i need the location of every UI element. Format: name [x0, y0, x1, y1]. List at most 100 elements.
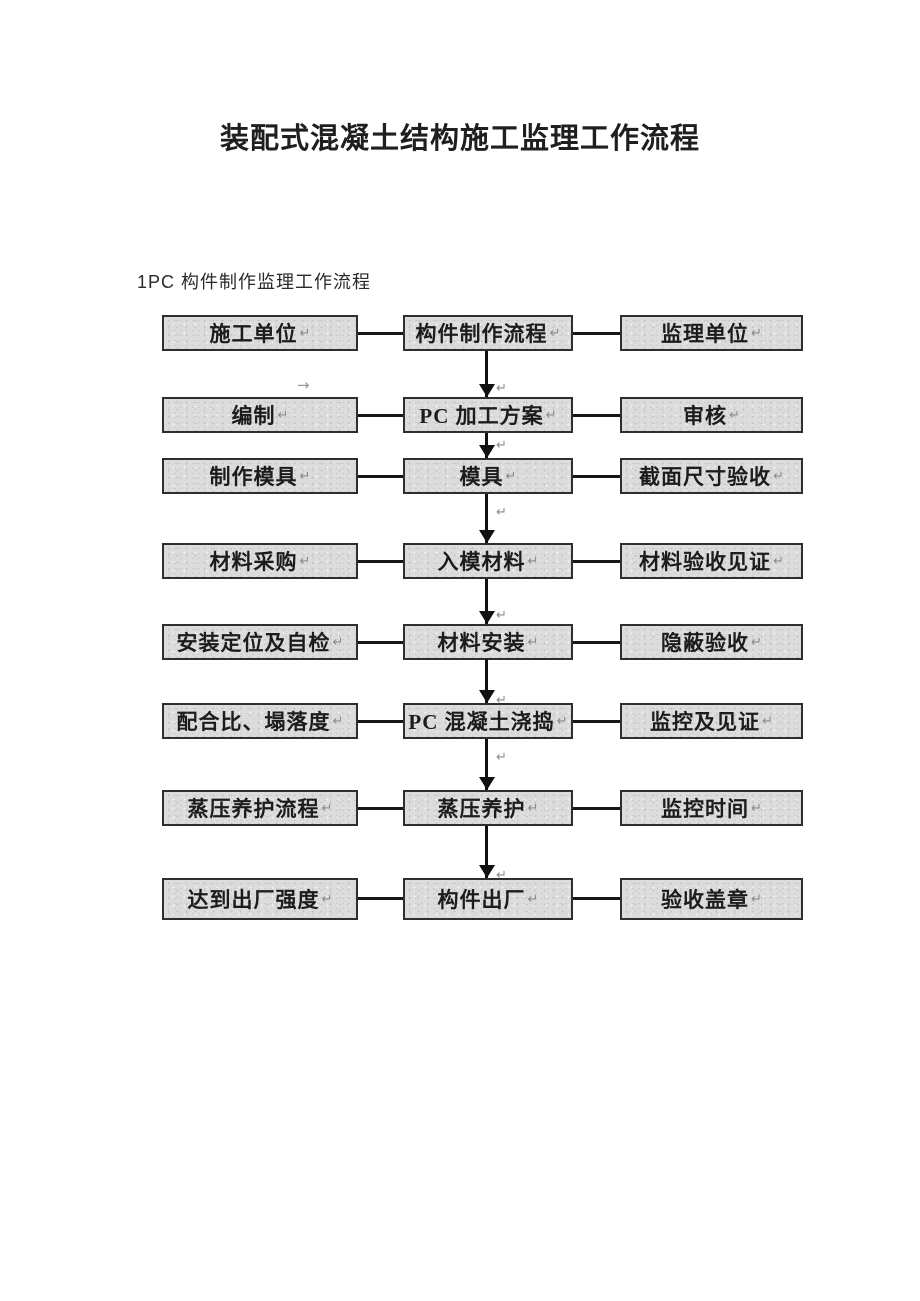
flow-box-label: 监理单位 [661, 322, 750, 346]
flow-box-left-5: 安装定位及自检↵ [162, 624, 358, 660]
flow-box-right-5: 隐蔽验收↵ [620, 624, 803, 660]
arrow-line-5-6 [485, 659, 488, 703]
flow-box-label: 配合比、塌落度 [176, 710, 331, 734]
artifact-arrow-icon: → [297, 376, 310, 394]
flow-box-label: 材料验收见证 [639, 550, 772, 574]
return-mark-icon: ↵ [332, 634, 344, 650]
flow-box-right-8: 验收盖章↵ [620, 878, 803, 920]
return-mark-icon: ↵ [527, 634, 539, 650]
flow-box-label: 构件制作流程 [415, 322, 548, 346]
return-mark-icon: ↵ [277, 407, 289, 423]
flow-box-left-6: 配合比、塌落度↵ [162, 703, 358, 739]
flow-box-middle-4: 入模材料↵ [403, 543, 573, 579]
return-mark-icon: ↵ [299, 325, 311, 341]
arrow-line-4-5 [485, 579, 488, 624]
connector-left-4 [358, 560, 403, 563]
connector-right-3 [573, 475, 620, 478]
connector-right-1 [573, 332, 620, 335]
flow-box-label: 模具 [459, 465, 504, 489]
connector-right-7 [573, 807, 620, 810]
return-mark-icon: ↵ [527, 553, 539, 569]
return-mark-icon: ↵ [496, 438, 507, 453]
flow-box-middle-7: 蒸压养护↵ [403, 790, 573, 826]
flow-box-label: 达到出厂强度 [187, 888, 320, 912]
connector-left-5 [358, 641, 403, 644]
return-mark-icon: ↵ [527, 891, 539, 907]
flow-box-label: 蒸压养护流程 [187, 797, 320, 821]
return-mark-icon: ↵ [299, 553, 311, 569]
arrow-line-3-4 [485, 494, 488, 543]
return-mark-icon: ↵ [751, 634, 762, 650]
flow-box-left-2: 编制↵ [162, 397, 358, 433]
arrow-head-icon [479, 690, 495, 703]
section-heading: 1PC 构件制作监理工作流程 [137, 272, 372, 292]
return-mark-icon: ↵ [527, 800, 539, 816]
flow-box-middle-3: 模具↵ [403, 458, 573, 494]
connector-left-2 [358, 414, 403, 417]
arrow-head-icon [479, 611, 495, 624]
flow-box-middle-1: 构件制作流程↵ [403, 315, 573, 351]
flow-box-label: 施工单位 [209, 322, 298, 346]
flow-box-label: PC 混凝土浇捣 [408, 710, 555, 734]
return-mark-icon: ↵ [505, 468, 517, 484]
return-mark-icon: ↵ [545, 407, 557, 423]
flow-box-right-1: 监理单位↵ [620, 315, 803, 351]
return-mark-icon: ↵ [762, 713, 773, 729]
connector-left-8 [358, 897, 403, 900]
flow-box-right-4: 材料验收见证↵ [620, 543, 803, 579]
return-mark-icon: ↵ [496, 505, 507, 520]
document-title: 装配式混凝土结构施工监理工作流程 [219, 123, 700, 155]
flow-box-label: 入模材料 [437, 550, 526, 574]
flow-box-left-4: 材料采购↵ [162, 543, 358, 579]
return-mark-icon: ↵ [496, 381, 507, 396]
return-mark-icon: ↵ [729, 407, 740, 423]
connector-left-6 [358, 720, 403, 723]
flow-box-label: 安装定位及自检 [176, 631, 331, 655]
flow-box-label: 验收盖章 [661, 888, 750, 912]
arrow-line-7-8 [485, 826, 488, 878]
flow-box-label: 蒸压养护 [437, 797, 526, 821]
return-mark-icon: ↵ [321, 891, 333, 907]
arrow-head-icon [479, 530, 495, 543]
flow-box-left-8: 达到出厂强度↵ [162, 878, 358, 920]
flow-box-middle-2: PC 加工方案↵ [403, 397, 573, 433]
connector-left-1 [358, 332, 403, 335]
arrow-head-icon [479, 865, 495, 878]
flow-box-left-1: 施工单位↵ [162, 315, 358, 351]
flow-box-right-2: 审核↵ [620, 397, 803, 433]
flow-box-label: 编制 [231, 404, 276, 428]
flow-box-label: 材料采购 [209, 550, 298, 574]
connector-right-5 [573, 641, 620, 644]
return-mark-icon: ↵ [321, 800, 333, 816]
flow-box-label: 制作模具 [209, 465, 298, 489]
flow-box-right-6: 监控及见证↵ [620, 703, 803, 739]
flow-box-left-3: 制作模具↵ [162, 458, 358, 494]
return-mark-icon: ↵ [751, 800, 762, 816]
arrow-head-icon [479, 777, 495, 790]
connector-right-2 [573, 414, 620, 417]
flow-box-left-7: 蒸压养护流程↵ [162, 790, 358, 826]
flow-box-label: PC 加工方案 [419, 404, 544, 428]
flow-box-label: 监控及见证 [650, 710, 761, 734]
flow-box-right-3: 截面尺寸验收↵ [620, 458, 803, 494]
return-mark-icon: ↵ [496, 693, 507, 708]
arrow-head-icon [479, 445, 495, 458]
return-mark-icon: ↵ [751, 325, 762, 341]
return-mark-icon: ↵ [496, 608, 507, 623]
flow-box-label: 隐蔽验收 [661, 631, 750, 655]
return-mark-icon: ↵ [299, 468, 311, 484]
arrow-head-icon [479, 384, 495, 397]
return-mark-icon: ↵ [496, 868, 507, 883]
arrow-line-6-7 [485, 739, 488, 790]
arrow-line-1-2 [485, 351, 488, 397]
return-mark-icon: ↵ [549, 325, 561, 341]
flow-box-middle-6: PC 混凝土浇捣↵ [403, 703, 573, 739]
return-mark-icon: ↵ [496, 750, 507, 765]
flow-box-label: 截面尺寸验收 [639, 465, 772, 489]
connector-left-7 [358, 807, 403, 810]
connector-right-8 [573, 897, 620, 900]
flow-box-label: 构件出厂 [437, 888, 526, 912]
connector-right-6 [573, 720, 620, 723]
flow-box-right-7: 监控时间↵ [620, 790, 803, 826]
